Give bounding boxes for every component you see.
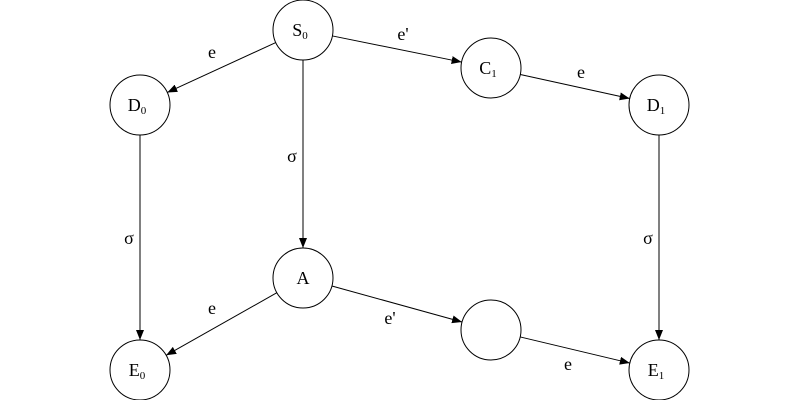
node-label-subscript: 0 bbox=[302, 30, 308, 42]
edge-label: e bbox=[208, 298, 216, 318]
edge-X-E1: e bbox=[520, 336, 630, 374]
node-label: A bbox=[297, 268, 310, 288]
edge-arrow bbox=[167, 42, 276, 93]
node-label-main: D bbox=[647, 95, 660, 115]
edge-A-X: e' bbox=[331, 285, 463, 328]
node-circle bbox=[272, 0, 334, 61]
node-circle bbox=[460, 37, 522, 99]
edge-label: e' bbox=[384, 308, 395, 328]
node-label-main: S bbox=[292, 20, 302, 40]
node-circle bbox=[109, 339, 171, 400]
node-E0: E0 bbox=[109, 339, 171, 400]
edge-label: e bbox=[577, 62, 585, 82]
node-label: D0 bbox=[128, 95, 147, 117]
edge-arrow bbox=[520, 336, 630, 365]
node-C1: C1 bbox=[460, 37, 522, 99]
node-E1: E1 bbox=[628, 339, 690, 400]
node-label-subscript: 1 bbox=[491, 68, 497, 80]
edge-label: σ bbox=[643, 228, 653, 248]
node-circle bbox=[272, 247, 334, 309]
edge-S0-D0: e bbox=[167, 42, 276, 93]
node-A: A bbox=[272, 247, 334, 309]
edge-D0-E0: σ bbox=[124, 135, 144, 340]
node-label-main: C bbox=[479, 58, 491, 78]
node-label: E0 bbox=[129, 360, 146, 382]
node-label-subscript: 0 bbox=[140, 370, 146, 382]
edge-label: e' bbox=[397, 24, 408, 44]
edge-arrow bbox=[332, 35, 462, 64]
node-label-subscript: 0 bbox=[141, 105, 147, 117]
node-label-main: A bbox=[297, 268, 310, 288]
node-S0: S0 bbox=[272, 0, 334, 61]
edge-S0-A: σ bbox=[287, 60, 307, 248]
node-circle bbox=[460, 299, 522, 361]
node-label: E1 bbox=[648, 360, 665, 382]
node-X bbox=[460, 299, 522, 361]
edge-arrow bbox=[165, 292, 278, 356]
node-label-subscript: 1 bbox=[660, 105, 666, 117]
node-circle bbox=[628, 74, 690, 136]
edge-label: σ bbox=[124, 228, 134, 248]
edge-S0-C1: e' bbox=[332, 24, 462, 64]
node-D1: D1 bbox=[628, 74, 690, 136]
edge-arrow bbox=[520, 73, 630, 101]
edge-arrow bbox=[331, 285, 463, 324]
node-D0: D0 bbox=[109, 74, 171, 136]
edge-label: e bbox=[564, 354, 572, 374]
edge-label: e bbox=[208, 42, 216, 62]
node-label-subscript: 1 bbox=[659, 370, 665, 382]
edge-A-E0: e bbox=[165, 292, 278, 356]
node-label-main: D bbox=[128, 95, 141, 115]
edge-C1-D1: e bbox=[520, 62, 630, 101]
node-circle bbox=[628, 339, 690, 400]
node-label: C1 bbox=[479, 58, 497, 80]
node-label: S0 bbox=[292, 20, 308, 42]
node-label-main: E bbox=[129, 360, 140, 380]
edge-D1-E1: σ bbox=[643, 135, 663, 340]
node-label: D1 bbox=[647, 95, 666, 117]
node-circle bbox=[109, 74, 171, 136]
edge-label: σ bbox=[287, 146, 297, 166]
node-label-main: E bbox=[648, 360, 659, 380]
